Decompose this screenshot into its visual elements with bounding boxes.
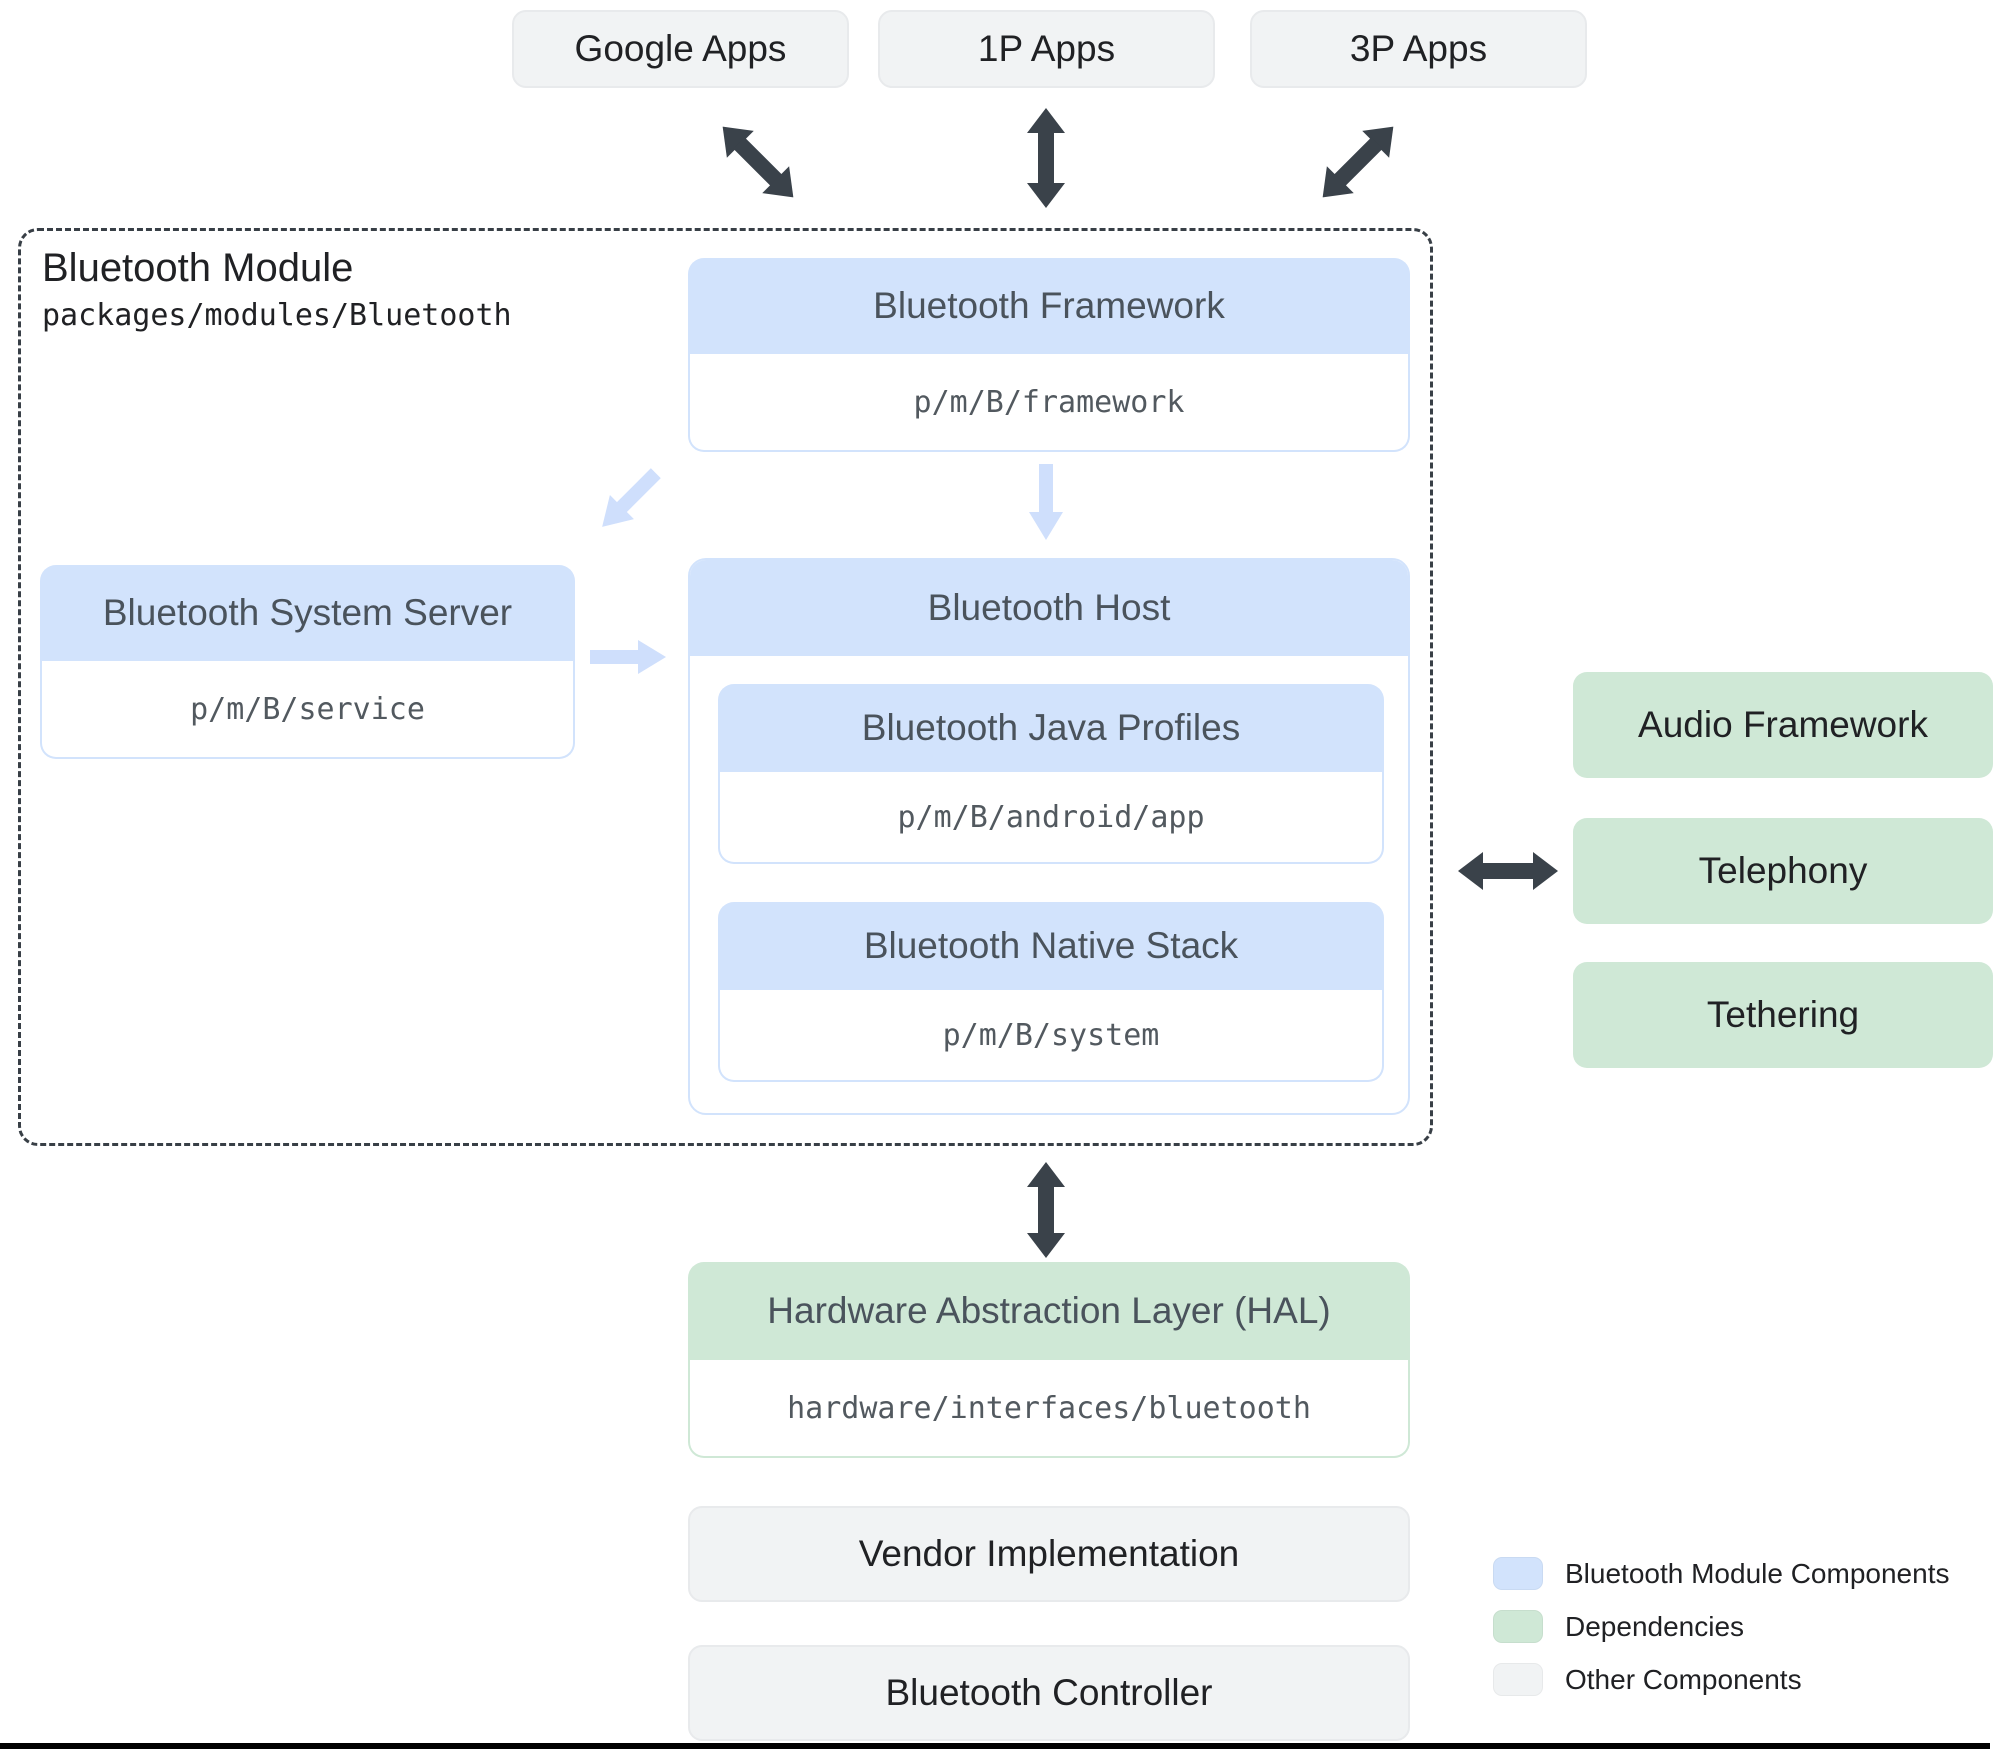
- legend-label-dependencies: Dependencies: [1565, 1610, 1745, 1642]
- vendor-implementation-label: Vendor Implementation: [858, 1533, 1240, 1574]
- bluetooth-module-container: [18, 228, 1433, 1146]
- bluetooth-host-box: Bluetooth Host Bluetooth Java Profiles p…: [688, 558, 1410, 1115]
- legend-label-other-components: Other Components: [1565, 1663, 1802, 1695]
- telephony-box: Telephony: [1573, 818, 1993, 924]
- bluetooth-framework-title: Bluetooth Framework: [688, 258, 1410, 354]
- tethering-box: Tethering: [1573, 962, 1993, 1068]
- bluetooth-system-server-path: p/m/B/service: [40, 661, 575, 759]
- bluetooth-native-stack-path: p/m/B/system: [718, 990, 1384, 1082]
- legend-row-module-components: Bluetooth Module Components: [1493, 1557, 1949, 1590]
- google-apps-box: Google Apps: [512, 10, 849, 88]
- legend-swatch-blue: [1493, 1557, 1543, 1590]
- hal-path: hardware/interfaces/bluetooth: [688, 1360, 1410, 1458]
- legend-swatch-green: [1493, 1610, 1543, 1643]
- tethering-label: Tethering: [1706, 994, 1860, 1035]
- audio-framework-box: Audio Framework: [1573, 672, 1993, 778]
- hal-title: Hardware Abstraction Layer (HAL): [688, 1262, 1410, 1360]
- bluetooth-controller-box: Bluetooth Controller: [688, 1645, 1410, 1741]
- first-party-apps-label: 1P Apps: [977, 28, 1116, 69]
- first-party-apps-box: 1P Apps: [878, 10, 1215, 88]
- google-apps-bidirectional-arrow-icon: [722, 126, 794, 198]
- hal-box: Hardware Abstraction Layer (HAL) hardwar…: [688, 1262, 1410, 1458]
- audio-framework-label: Audio Framework: [1638, 704, 1928, 745]
- legend-swatch-gray: [1493, 1663, 1543, 1696]
- module-dependencies-bidirectional-arrow-icon: [1458, 852, 1558, 890]
- bluetooth-module-path: packages/modules/Bluetooth: [42, 298, 512, 333]
- bluetooth-module-title: Bluetooth Module: [42, 246, 354, 290]
- bluetooth-java-profiles-title: Bluetooth Java Profiles: [718, 684, 1384, 772]
- bluetooth-module-heading: Bluetooth Module packages/modules/Blueto…: [42, 244, 512, 333]
- bluetooth-native-stack-title: Bluetooth Native Stack: [718, 902, 1384, 990]
- bluetooth-controller-label: Bluetooth Controller: [885, 1672, 1213, 1713]
- bottom-edge-line: [0, 1743, 1990, 1749]
- legend-row-other-components: Other Components: [1493, 1663, 1949, 1696]
- legend-row-dependencies: Dependencies: [1493, 1610, 1949, 1643]
- vendor-implementation-box: Vendor Implementation: [688, 1506, 1410, 1602]
- bluetooth-host-title: Bluetooth Host: [690, 560, 1408, 656]
- system-server-to-host-arrow-icon: [590, 640, 666, 674]
- legend: Bluetooth Module Components Dependencies…: [1493, 1557, 1949, 1696]
- telephony-label: Telephony: [1698, 850, 1868, 891]
- legend-label-module-components: Bluetooth Module Components: [1565, 1557, 1950, 1589]
- bluetooth-native-stack-box: Bluetooth Native Stack p/m/B/system: [718, 902, 1384, 1082]
- framework-to-system-server-arrow-icon: [602, 468, 661, 527]
- third-party-apps-label: 3P Apps: [1349, 28, 1488, 69]
- framework-to-host-arrow-icon: [1029, 464, 1063, 540]
- bluetooth-java-profiles-box: Bluetooth Java Profiles p/m/B/android/ap…: [718, 684, 1384, 864]
- bluetooth-java-profiles-path: p/m/B/android/app: [718, 772, 1384, 864]
- bluetooth-framework-path: p/m/B/framework: [688, 354, 1410, 452]
- third-party-apps-box: 3P Apps: [1250, 10, 1587, 88]
- module-hal-bidirectional-arrow-icon: [1027, 1162, 1065, 1258]
- third-party-apps-bidirectional-arrow-icon: [1322, 126, 1394, 198]
- first-party-apps-bidirectional-arrow-icon: [1027, 108, 1065, 208]
- bluetooth-framework-box: Bluetooth Framework p/m/B/framework: [688, 258, 1410, 452]
- google-apps-label: Google Apps: [574, 28, 787, 69]
- bluetooth-system-server-box: Bluetooth System Server p/m/B/service: [40, 565, 575, 759]
- bluetooth-system-server-title: Bluetooth System Server: [40, 565, 575, 661]
